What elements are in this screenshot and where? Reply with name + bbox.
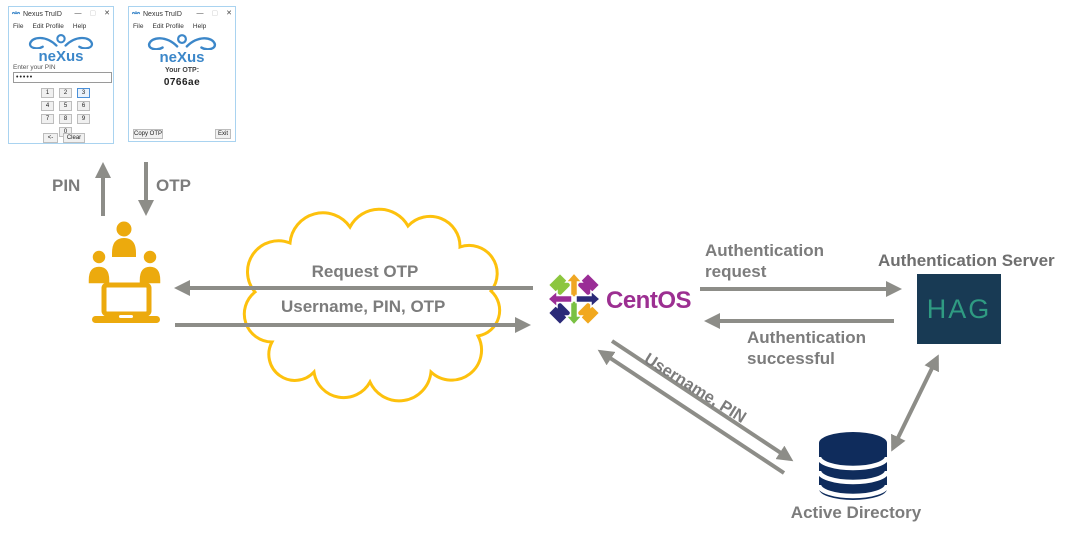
pin-window-titlebar: Nexus TruID — ▢ ✕ xyxy=(9,7,113,21)
menu-file[interactable]: File xyxy=(13,23,24,30)
hag-server-box: HAG xyxy=(917,274,1001,344)
exit-button[interactable]: Exit xyxy=(215,129,231,139)
auth-success-line2: successful xyxy=(747,349,835,368)
centos-wordmark: CentOS xyxy=(606,287,692,314)
menu-edit-profile[interactable]: Edit Profile xyxy=(32,23,64,30)
pin-input[interactable]: ••••• xyxy=(13,72,112,83)
keypad-8[interactable]: 8 xyxy=(59,114,72,124)
auth-request-label: Authentication request xyxy=(705,240,824,282)
copy-otp-button[interactable]: Copy OTP xyxy=(133,129,163,139)
request-otp-label: Request OTP xyxy=(311,262,419,281)
auth-success-label: Authentication successful xyxy=(747,327,866,369)
close-button[interactable]: ✕ xyxy=(226,10,232,17)
otp-window: Nexus TruID — ▢ ✕ File Edit Profile Help… xyxy=(128,6,236,142)
nexus-wordmark: neXus xyxy=(38,48,84,65)
auth-request-line1: Authentication xyxy=(705,241,824,260)
keypad-5[interactable]: 5 xyxy=(59,101,72,111)
menu-help[interactable]: Help xyxy=(72,23,87,30)
keypad-1[interactable]: 1 xyxy=(41,88,54,98)
keypad-4[interactable]: 4 xyxy=(41,101,54,111)
window-title: Nexus TruID xyxy=(143,10,182,18)
centos-logo-icon xyxy=(546,271,602,327)
hag-label: HAG xyxy=(926,293,992,324)
pin-prompt: Enter your PIN xyxy=(13,64,56,71)
keypad-7[interactable]: 7 xyxy=(41,114,54,124)
keypad-2[interactable]: 2 xyxy=(59,88,72,98)
menu-edit-profile[interactable]: Edit Profile xyxy=(152,23,184,30)
pin-window-menubar: File Edit Profile Help xyxy=(9,21,113,32)
users-icon xyxy=(87,221,162,285)
keypad-3[interactable]: 3 xyxy=(77,88,90,98)
auth-server-title: Authentication Server xyxy=(878,251,1055,270)
otp-arrow-label: OTP xyxy=(156,176,191,195)
minimize-button[interactable]: — xyxy=(74,10,82,17)
menu-help[interactable]: Help xyxy=(192,23,207,30)
otp-value: 0766ae xyxy=(163,77,201,88)
keypad-9[interactable]: 9 xyxy=(77,114,90,124)
close-button[interactable]: ✕ xyxy=(104,10,110,17)
minimize-button[interactable]: — xyxy=(196,10,204,17)
nexus-logo-icon xyxy=(28,34,94,49)
nexus-wordmark: neXus xyxy=(159,49,205,66)
window-title: Nexus TruID xyxy=(23,10,62,18)
laptop-icon xyxy=(92,282,160,323)
maximize-button: ▢ xyxy=(89,10,97,17)
app-icon xyxy=(132,11,140,15)
nexus-logo-icon xyxy=(147,34,217,50)
arrow-hag-ad xyxy=(891,354,939,452)
username-pin-otp-label: Username, PIN, OTP xyxy=(281,297,446,316)
pin-window: Nexus TruID — ▢ ✕ File Edit Profile Help… xyxy=(8,6,114,144)
database-icon xyxy=(816,432,890,500)
app-icon xyxy=(12,11,20,15)
active-directory-label: Active Directory xyxy=(790,503,922,522)
auth-success-line1: Authentication xyxy=(747,328,866,347)
otp-label: Your OTP: xyxy=(164,67,200,74)
otp-window-titlebar: Nexus TruID — ▢ ✕ xyxy=(129,7,235,21)
maximize-button: ▢ xyxy=(211,10,219,17)
keypad-6[interactable]: 6 xyxy=(77,101,90,111)
otp-window-menubar: File Edit Profile Help xyxy=(129,21,235,32)
arrow-ad-to-centos xyxy=(597,349,786,475)
arrow-centos-to-ad xyxy=(610,339,794,462)
auth-request-line2: request xyxy=(705,262,767,281)
menu-file[interactable]: File xyxy=(133,23,144,30)
cloud-icon xyxy=(242,207,502,403)
backspace-button[interactable]: <- xyxy=(43,133,58,143)
pin-arrow-label: PIN xyxy=(52,176,81,195)
clear-button[interactable]: Clear xyxy=(63,133,85,143)
